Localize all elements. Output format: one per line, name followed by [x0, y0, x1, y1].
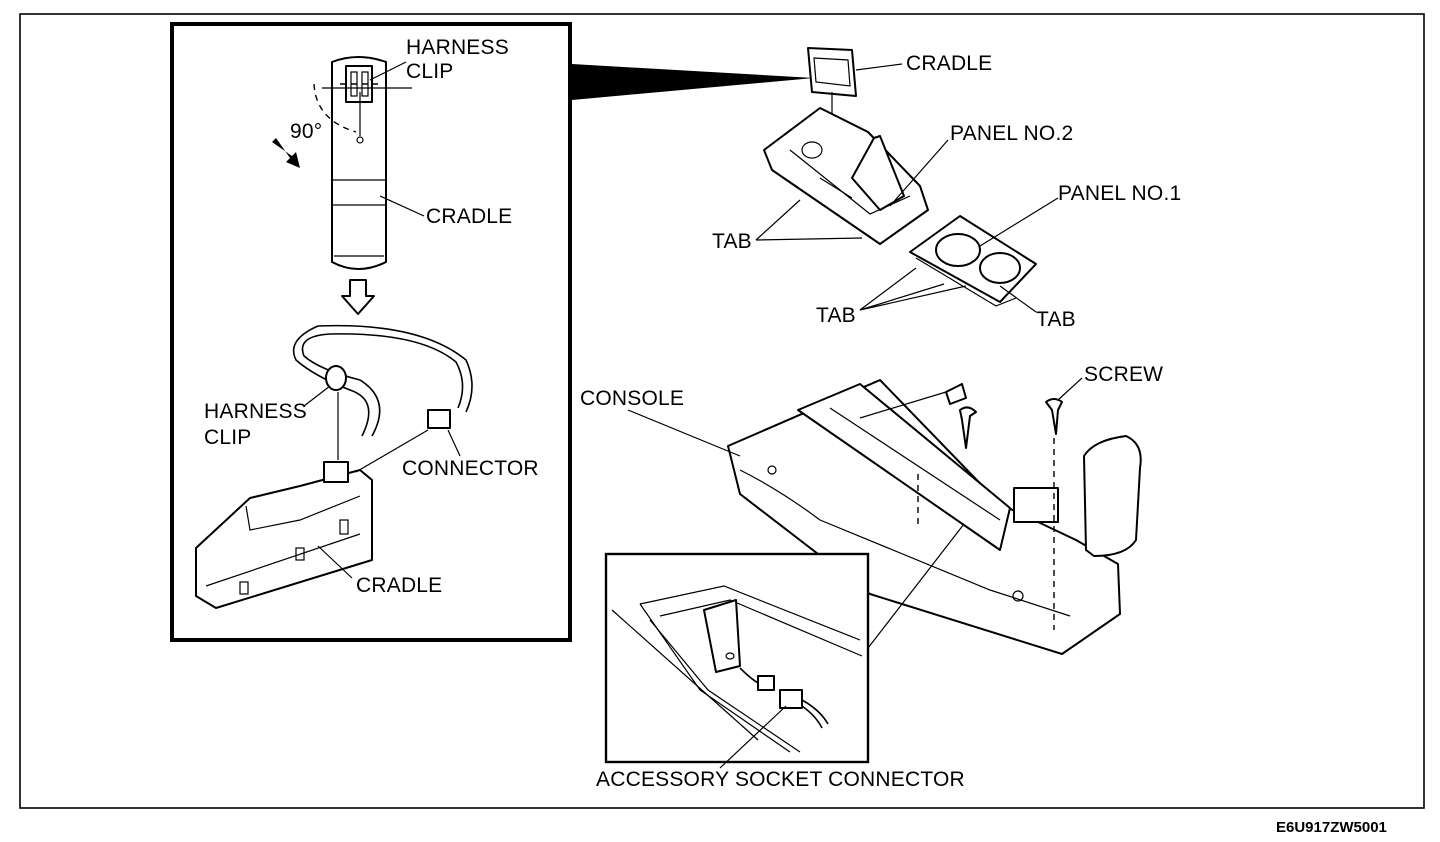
down-arrow-icon: [341, 279, 375, 315]
panel-no2-part: [763, 107, 929, 245]
label-harness-clip-mid-2: CLIP: [204, 426, 252, 449]
rotate-arrow-icon: [272, 138, 300, 168]
label-angle: 90°: [290, 120, 322, 143]
console-part: [727, 379, 1142, 655]
label-panel-no2: PANEL NO.2: [950, 122, 1073, 145]
label-harness-clip-mid: HARNESS: [204, 400, 307, 423]
accessory-socket-detail: [611, 585, 863, 769]
label-cradle-inset-top: CRADLE: [426, 205, 512, 228]
figure-code: E6U917ZW5001: [1276, 819, 1387, 836]
outer-frame: [19, 13, 1425, 809]
label-cradle-main: CRADLE: [906, 52, 992, 75]
panel-no1-part: [909, 215, 1037, 307]
label-accessory-socket-connector: ACCESSORY SOCKET CONNECTOR: [596, 768, 965, 791]
label-tab-left: TAB: [712, 230, 752, 253]
label-screw: SCREW: [1084, 363, 1163, 386]
label-cradle-inset-bottom: CRADLE: [356, 574, 442, 597]
inset-detail-box: [170, 22, 572, 642]
label-connector: CONNECTOR: [402, 457, 539, 480]
label-tab-right: TAB: [1036, 308, 1076, 331]
zoom-wedge: [572, 64, 814, 100]
inset-cradle-bottom: [195, 324, 473, 609]
inset-cradle-top: [272, 56, 412, 315]
label-harness-clip-top-2: CLIP: [406, 60, 454, 83]
label-harness-clip-top: HARNESS: [406, 36, 509, 59]
label-tab-center: TAB: [816, 304, 856, 327]
label-console: CONSOLE: [580, 387, 684, 410]
label-panel-no1: PANEL NO.1: [1058, 182, 1181, 205]
